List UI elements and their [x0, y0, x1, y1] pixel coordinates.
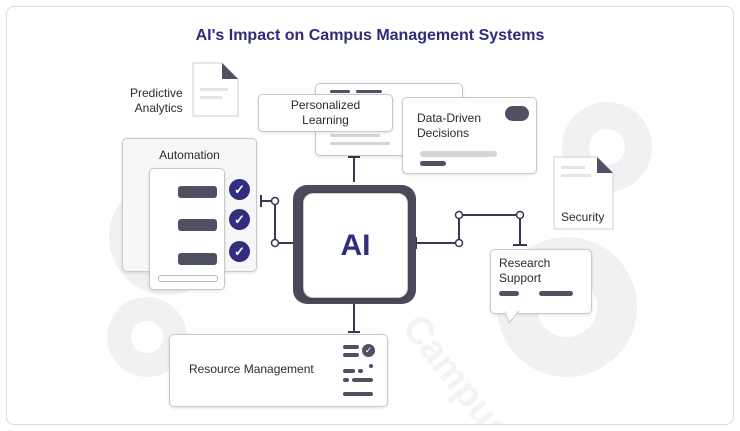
toggle-pill [505, 106, 529, 121]
chat-bubble [178, 219, 217, 231]
decision-bar [420, 161, 446, 166]
document-icon [553, 156, 614, 230]
research-bar [499, 291, 519, 296]
data-driven-decisions-label: Data-Driven Decisions [417, 111, 482, 140]
automation-label: Automation [159, 148, 220, 162]
research-support-card: Research Support [490, 249, 592, 314]
ai-label: AI [340, 228, 371, 262]
research-bar [539, 291, 573, 296]
connector-node [515, 210, 525, 220]
check-icon: ✓ [229, 209, 250, 230]
personalized-learning-label: Personalized Learning [290, 98, 361, 127]
chat-bubble [178, 186, 217, 198]
connector-node [270, 238, 280, 248]
personalized-learning-card: Personalized Learning [258, 94, 393, 132]
predictive-analytics-label: Predictive Analytics [130, 86, 183, 115]
connector-node [454, 210, 464, 220]
check-circle-icon: ✓ [362, 344, 375, 357]
diagram-title: AI's Impact on Campus Management Systems [195, 27, 545, 44]
research-support-label: Research Support [499, 256, 551, 285]
decision-bar [420, 151, 497, 157]
document-icon [192, 62, 239, 117]
chat-bubble [178, 253, 217, 265]
ai-chip: AI [303, 193, 408, 298]
resource-management-label: Resource Management [189, 362, 314, 376]
resource-management-card: Resource Management ✓ [169, 334, 388, 407]
security-label: Security [561, 210, 605, 224]
connector-node [454, 238, 464, 248]
check-icon: ✓ [229, 241, 250, 262]
automation-card [149, 168, 225, 290]
connector-node [270, 196, 280, 206]
progress-track [158, 275, 218, 282]
data-driven-decisions-card: Data-Driven Decisions [402, 97, 537, 174]
speech-tail [505, 311, 520, 325]
check-icon: ✓ [229, 179, 250, 200]
